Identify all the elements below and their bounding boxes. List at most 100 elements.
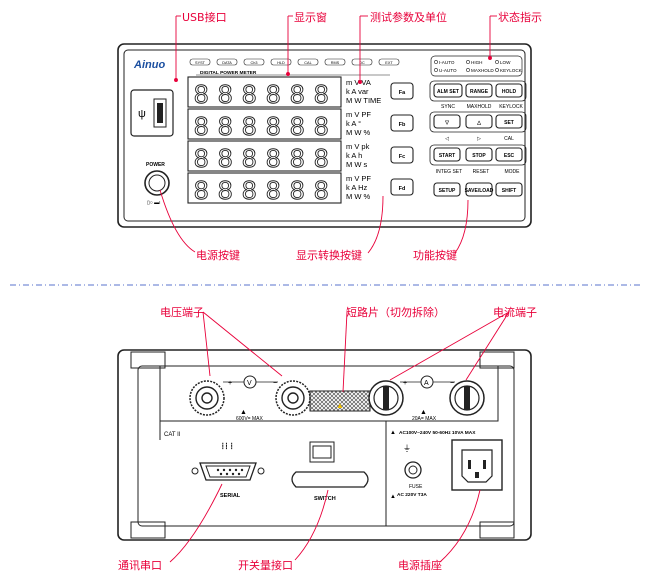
indicator-label: DATA [222,61,232,65]
key-label: SETUP [439,188,456,194]
up-arrow-button[interactable] [465,114,493,129]
display-window [187,140,342,172]
seven-segment-digit: 8 [218,175,232,205]
cal-caption: CAL [504,136,514,142]
indicator-label: DC [359,61,365,65]
callout-switch-port: 开关量接口 [238,559,293,572]
seven-segment-digit: 8 [266,111,280,141]
fuse-label: FUSE [409,484,423,490]
hold-button[interactable] [495,83,523,98]
callout-status: 状态指示 [498,11,542,24]
unit-label: M W % [346,128,370,137]
status-led [466,68,470,72]
warning-icon: ▲ [420,409,427,416]
voltage-terminal-right[interactable] [275,380,311,416]
key-label: SHIFT [502,188,516,194]
start-button[interactable] [433,147,461,162]
plus-sign: + [228,380,232,387]
seven-segment-digit: 8 [194,111,208,141]
switch-label: SWITCH [314,496,336,502]
callout-usb: USB接口 [182,11,227,24]
callout-shorting-bar: 短路片（切勿拆除） [346,306,445,319]
alm-set-button[interactable] [433,83,463,98]
unit-label: m V pk [346,142,370,151]
display-switch-key-fb[interactable] [390,114,414,132]
power-label: POWER [146,162,165,168]
indicator-led [297,58,319,66]
stop-button[interactable] [465,147,493,162]
brand-logo: Ainuo [133,59,165,71]
esc-button[interactable] [495,147,523,162]
voltage-max-label: 600V= MAX [236,416,263,422]
power-socket[interactable] [451,439,503,491]
seven-segment-digit: 8 [242,79,256,109]
indicator-label: Ch3 [251,61,258,65]
key-label: Fc [399,154,405,160]
display-window [187,172,342,204]
unit-label: M W % [346,192,370,201]
callout-params-units: 测试参数及单位 [370,11,447,24]
status-led [434,60,438,64]
key-label: SAVE/LOAD [465,188,494,194]
seven-segment-digit: 8 [314,143,328,173]
key-label: Fb [399,122,406,128]
display-window [187,76,342,108]
display-switch-key-fd[interactable] [390,178,414,196]
serial-port[interactable] [191,462,265,481]
fuse-holder[interactable] [404,461,422,479]
unit-label: m V PF [346,110,371,119]
seven-segment-digit: 8 [314,111,328,141]
power-button[interactable] [144,170,170,196]
seven-segment-digit: 8 [290,175,304,205]
keylock-caption: KEYLOCK [499,104,523,110]
callout-serial-port: 通讯串口 [118,559,162,572]
set-button[interactable] [495,114,523,129]
ac-spec-label: AC100V~240V 50-60Hz 10VA MAX [399,430,476,436]
shorting-bar: ▲ [309,390,371,412]
digital-power-meter-label: DIGITAL POWER METER [200,70,257,76]
plus-sign: + [403,380,407,387]
status-led [466,60,470,64]
power-off-on-icon: ▯○ ▬ı [147,200,161,206]
seven-segment-digit: 8 [194,175,208,205]
setup-button[interactable] [433,182,461,197]
callout-power-button: 电源按键 [196,249,240,262]
save-load-button[interactable] [465,182,493,197]
indicator-led [189,58,211,66]
callout-display-window: 显示窗 [294,11,327,24]
current-terminal-left[interactable] [368,380,404,416]
range-button[interactable] [465,83,493,98]
indicator-led [351,58,373,66]
key-label: ALM SET [437,89,459,95]
seven-segment-digit: 8 [266,143,280,173]
warning-icon: ▲ [390,494,396,500]
indicator-led [243,58,265,66]
display-switch-key-fc[interactable] [390,146,414,164]
callout-function-keys: 功能按键 [413,249,457,262]
current-terminal-right[interactable] [449,380,485,416]
shift-button[interactable] [495,182,523,197]
current-max-label: 20A= MAX [412,416,437,422]
voltage-symbol: V [247,380,252,387]
key-label: RANGE [470,89,489,95]
callout-current-terminal: 电流端子 [493,306,537,319]
key-label: STOP [472,153,486,159]
seven-segment-digit: 8 [218,79,232,109]
seven-segment-digit: 8 [218,111,232,141]
seven-segment-digit: 8 [314,175,328,205]
switch-port[interactable] [291,441,369,488]
display-switch-key-fa[interactable] [390,82,414,100]
callout-power-socket: 电源插座 [398,559,442,572]
right-caption: ▷ [477,136,481,142]
voltage-terminal-left[interactable] [189,380,225,416]
seven-segment-digit: 8 [218,143,232,173]
seven-segment-digit: 8 [266,79,280,109]
display-window [187,108,342,140]
rear-panel: + − V ▲ 600V= MAX ▲ + − A ▲ 20A= MAX CAT… [117,349,532,541]
leader-lines [159,15,510,563]
usb-port[interactable]: ψ [130,89,174,137]
down-arrow-button[interactable] [433,114,461,129]
seven-segment-digit: 8 [242,111,256,141]
